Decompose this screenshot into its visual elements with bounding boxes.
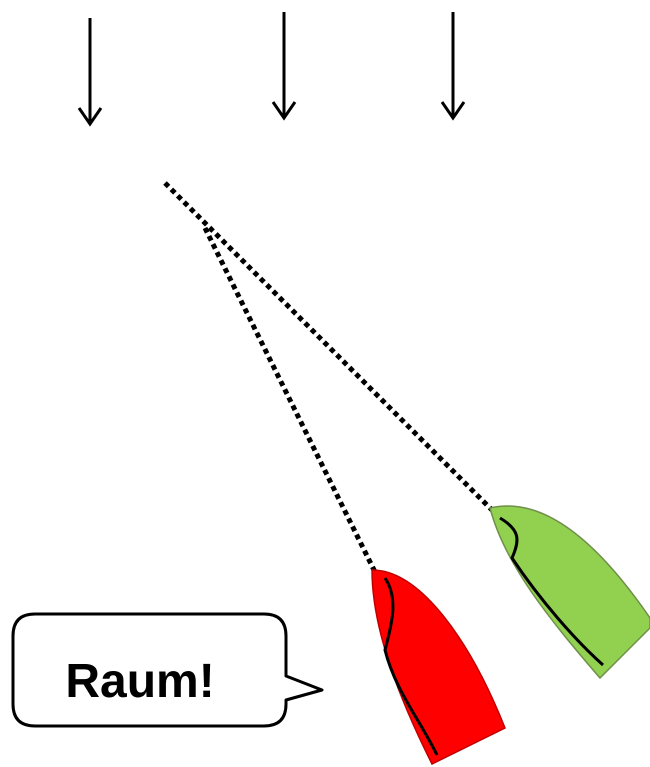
callout-bubble: Raum! — [11, 612, 324, 728]
green-boat — [489, 505, 650, 680]
red-boat — [371, 569, 506, 766]
red-boat-course-line — [202, 226, 378, 574]
wind-arrow-icon — [440, 12, 466, 121]
wind-arrow-icon — [271, 12, 297, 121]
wind-arrow-icon — [77, 18, 103, 127]
green-boat-course-line — [163, 181, 516, 534]
callout-text: Raum! — [65, 655, 214, 708]
wind-arrows — [77, 12, 466, 127]
course-lines — [163, 181, 516, 574]
